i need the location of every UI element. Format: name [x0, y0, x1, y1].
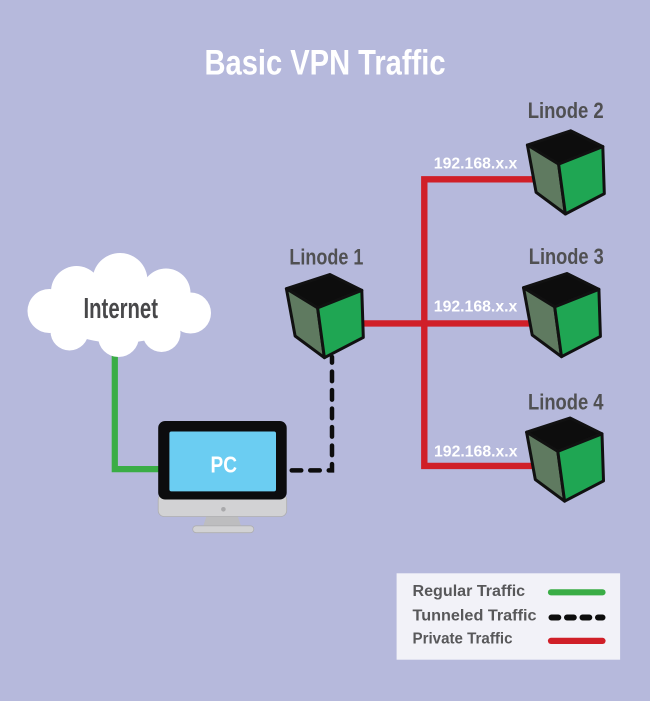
- svg-text:Linode 2: Linode 2: [528, 98, 604, 123]
- svg-text:Internet: Internet: [84, 293, 159, 325]
- svg-text:Linode 1: Linode 1: [289, 245, 363, 270]
- svg-text:Linode 3: Linode 3: [529, 244, 604, 269]
- svg-text:Regular Traffic: Regular Traffic: [413, 583, 526, 600]
- svg-text:Linode 4: Linode 4: [528, 390, 604, 415]
- svg-text:Private Traffic: Private Traffic: [413, 631, 513, 648]
- svg-text:Basic VPN Traffic: Basic VPN Traffic: [205, 43, 446, 83]
- svg-text:PC: PC: [211, 451, 238, 477]
- svg-text:192.168.x.x: 192.168.x.x: [434, 155, 518, 172]
- svg-text:192.168.x.x: 192.168.x.x: [434, 444, 518, 461]
- svg-text:Tunneled Traffic: Tunneled Traffic: [413, 608, 537, 625]
- svg-text:192.168.x.x: 192.168.x.x: [434, 299, 518, 316]
